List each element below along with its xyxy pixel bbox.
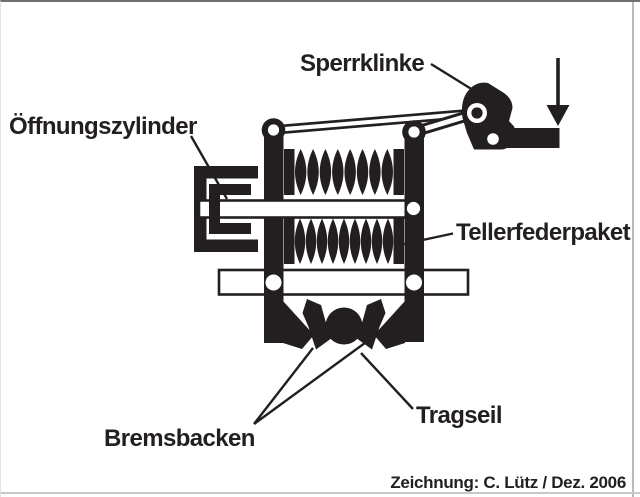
pawl-shape	[461, 82, 515, 150]
disc-spring-lens	[316, 218, 328, 264]
disc-spring-lens	[332, 149, 344, 195]
leader-bremsbacken-1	[253, 347, 314, 425]
leader-bremsbacken-2	[253, 339, 370, 425]
crossbar-pivot-left	[265, 274, 282, 291]
brake-arm-left	[283, 301, 314, 349]
disc-spring-lens	[381, 149, 393, 195]
crossbar-pivot-right	[406, 274, 422, 291]
disc-spring-lens	[338, 218, 350, 264]
frame-bar-left	[264, 130, 284, 343]
label-oeffnungszylinder: Öffnungszylinder	[9, 113, 197, 140]
link-pivot-right	[402, 120, 426, 144]
disc-spring-lens	[294, 149, 307, 195]
label-tellerfederpaket: Tellerfederpaket	[456, 219, 631, 246]
leader-sperrklinke	[430, 62, 474, 92]
leader-oeffnungszylinder	[189, 135, 229, 200]
brake-arm-right	[374, 301, 405, 349]
disc-spring-package-lower	[294, 218, 394, 264]
linkage	[273, 107, 479, 138]
credit-line: Zeichnung: C. Lütz / Dez. 2006	[390, 473, 626, 492]
label-tragseil: Tragseil	[416, 402, 503, 429]
disc-spring-lens	[356, 149, 369, 195]
rod-pivot	[406, 201, 421, 216]
leader-tragseil	[360, 352, 414, 410]
spring-end-plate	[284, 218, 295, 264]
brake-shoe-left	[302, 299, 331, 350]
brake-shoe-right	[357, 299, 386, 350]
disc-spring-lens	[369, 149, 381, 195]
opening-cylinder-piston	[209, 184, 251, 234]
link-pivot-left	[261, 118, 286, 142]
label-bremsbacken: Bremsbacken	[104, 425, 255, 452]
opening-cylinder-housing	[194, 166, 258, 252]
spring-end-plate	[284, 149, 295, 195]
disc-spring-lens	[294, 218, 306, 264]
pawl-pivot-pin	[471, 107, 483, 119]
disc-spring-lens	[371, 218, 383, 264]
disc-spring-lens	[327, 218, 339, 264]
disc-spring-lens	[305, 218, 317, 264]
spring-end-plate	[393, 218, 404, 264]
piston-rod	[197, 199, 410, 219]
frame-bar-right	[404, 131, 424, 342]
spring-end-plate	[393, 149, 404, 195]
carrying-rope	[325, 307, 363, 345]
disc-spring-lens	[349, 218, 361, 264]
disc-spring-package-upper	[294, 149, 393, 195]
disc-spring-lens	[319, 149, 332, 195]
disc-spring-lens	[360, 218, 372, 264]
disc-spring-lens	[382, 218, 394, 264]
disc-spring-lens	[307, 149, 319, 195]
frame-edge-bottom	[1, 492, 640, 494]
leader-tellerfederpaket	[403, 232, 454, 246]
label-sperrklinke: Sperrklinke	[300, 50, 425, 77]
lower-crossbar	[217, 268, 470, 296]
disc-spring-lens	[344, 149, 356, 195]
frame-edge-right	[632, 2, 634, 497]
down-arrow-icon	[546, 58, 570, 126]
pawl-stop-hole	[487, 133, 499, 145]
leader-lines	[189, 62, 474, 425]
